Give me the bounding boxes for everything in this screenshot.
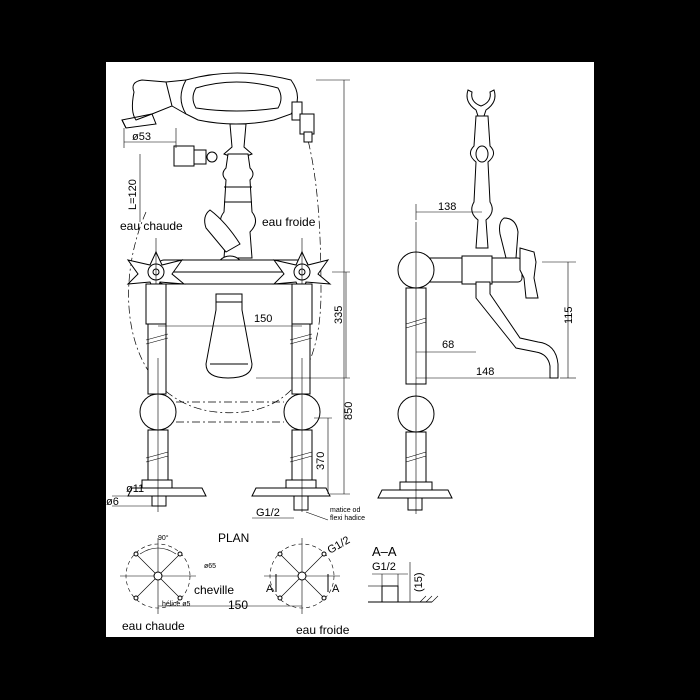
hose-connector [173, 145, 218, 167]
dim-height-335: 335 [333, 306, 345, 324]
section-mark-left: A [266, 583, 274, 595]
faucet-drawing: ø53 L=120 eau chaude eau froide 150 335 … [106, 72, 576, 637]
side-spout [475, 281, 559, 379]
section-view: A–A G1/2 (15) [368, 544, 439, 603]
plan-view: PLAN 90° ø65 G1/2 A A cheville hélice ø5… [120, 531, 352, 637]
bell-spout [205, 293, 253, 379]
dim-reach-138: 138 [438, 201, 456, 213]
section-thread-hole [381, 585, 399, 603]
right-cross-handle [272, 238, 332, 322]
front-dimension-lines [112, 79, 350, 521]
section-depth: (15) [413, 572, 425, 592]
plan-spacing: 150 [228, 598, 248, 612]
section-mark-right: A [332, 583, 340, 595]
dim-spout-148: 148 [476, 366, 494, 378]
plan-title: PLAN [218, 531, 249, 545]
section-title: A–A [372, 544, 397, 559]
dim-height-370: 370 [315, 452, 327, 470]
side-dimension-lines [415, 204, 576, 379]
dim-handle-spacing: 150 [254, 313, 272, 325]
label-helice: hélice ø5 [162, 601, 191, 608]
label-cheville: cheville [194, 583, 234, 597]
dim-height-850: 850 [343, 402, 355, 420]
leg-hatch [145, 333, 313, 463]
note-nut-line1: matice od [330, 507, 360, 514]
plan-label-hot: eau chaude [122, 619, 185, 633]
dim-spout-68: 68 [442, 339, 454, 351]
front-view: ø53 L=120 eau chaude eau froide 150 335 … [106, 72, 365, 522]
left-leg [127, 283, 207, 512]
leg-crossbar [176, 401, 284, 423]
plan-label-cold: eau froide [296, 623, 350, 637]
dim-small-diameter: ø6 [106, 496, 119, 508]
side-view: 138 115 68 148 [377, 89, 576, 514]
hose-loop-line [128, 101, 322, 414]
dim-pipe-diameter: ø11 [126, 483, 144, 495]
plan-angle: 90° [158, 534, 169, 542]
plan-thread: G1/2 [326, 534, 353, 556]
dim-spout-height-115: 115 [563, 306, 575, 324]
note-nut-line2: flexi hadice [330, 515, 365, 522]
plan-circle-diameter: ø65 [204, 563, 216, 570]
dim-hose-length: L=120 [127, 179, 139, 210]
label-cold-water: eau froide [262, 215, 316, 229]
hand-shower [121, 72, 315, 158]
dim-hose-diameter: ø53 [132, 131, 151, 143]
side-lever [499, 217, 519, 259]
technical-drawing-sheet: ø53 L=120 eau chaude eau froide 150 335 … [106, 62, 594, 637]
side-column [470, 115, 494, 249]
dim-thread-front: G1/2 [256, 507, 280, 519]
section-thread: G1/2 [372, 561, 396, 573]
side-cross-handle [519, 247, 539, 299]
shower-holder [466, 89, 496, 117]
right-leg [251, 283, 331, 512]
label-hot-water: eau chaude [120, 219, 183, 233]
